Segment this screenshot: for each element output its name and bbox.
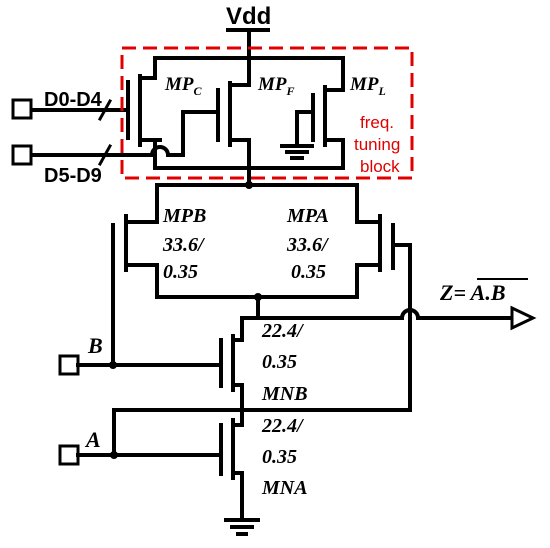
mnb-name: MNB (261, 383, 308, 405)
mpc-label: MPC (164, 74, 203, 98)
mpa-name: MPA (286, 205, 329, 227)
mna-width: 22.4/ (261, 415, 305, 437)
b-label: B (87, 333, 103, 358)
mpb-name: MPB (162, 205, 206, 227)
d-high-label: D5-D9 (44, 165, 102, 187)
mpa-width: 33.6/ (286, 234, 330, 256)
vdd-label: Vdd (226, 3, 271, 30)
mnb-length: 0.35 (262, 351, 297, 373)
d-low-input-pad (11, 98, 33, 120)
z-output-arrow (510, 305, 537, 331)
junction-dot-a (110, 451, 118, 459)
d-low-label: D0-D4 (44, 89, 103, 111)
mpf-label: MPF (257, 74, 295, 98)
b-input-pad (58, 354, 80, 376)
bus-slash-high (97, 143, 113, 167)
mpb-length: 0.35 (163, 261, 198, 283)
mpa-length: 0.35 (291, 261, 326, 283)
mna-name: MNA (261, 477, 308, 499)
mpb-width: 33.6/ (162, 234, 206, 256)
mpl-label: MPL (349, 74, 386, 98)
mna-length: 0.35 (262, 446, 297, 468)
ground-icon-tuning (280, 144, 314, 160)
bus-slash-low (97, 98, 113, 122)
tuning-block-label-2: tuning (354, 135, 400, 154)
d-high-hop (149, 145, 171, 158)
a-label: A (84, 427, 101, 452)
ground-icon-bottom (224, 518, 260, 536)
mnb-width: 22.4/ (261, 320, 305, 342)
z-output-expr: A.B (469, 280, 506, 305)
tuning-block-label-3: block (360, 157, 400, 176)
tuning-block-label-1: freq. (360, 113, 394, 132)
a-input-pad (58, 444, 80, 466)
d-high-input-pad (11, 144, 33, 166)
z-output-label: Z= A.B (439, 280, 506, 305)
